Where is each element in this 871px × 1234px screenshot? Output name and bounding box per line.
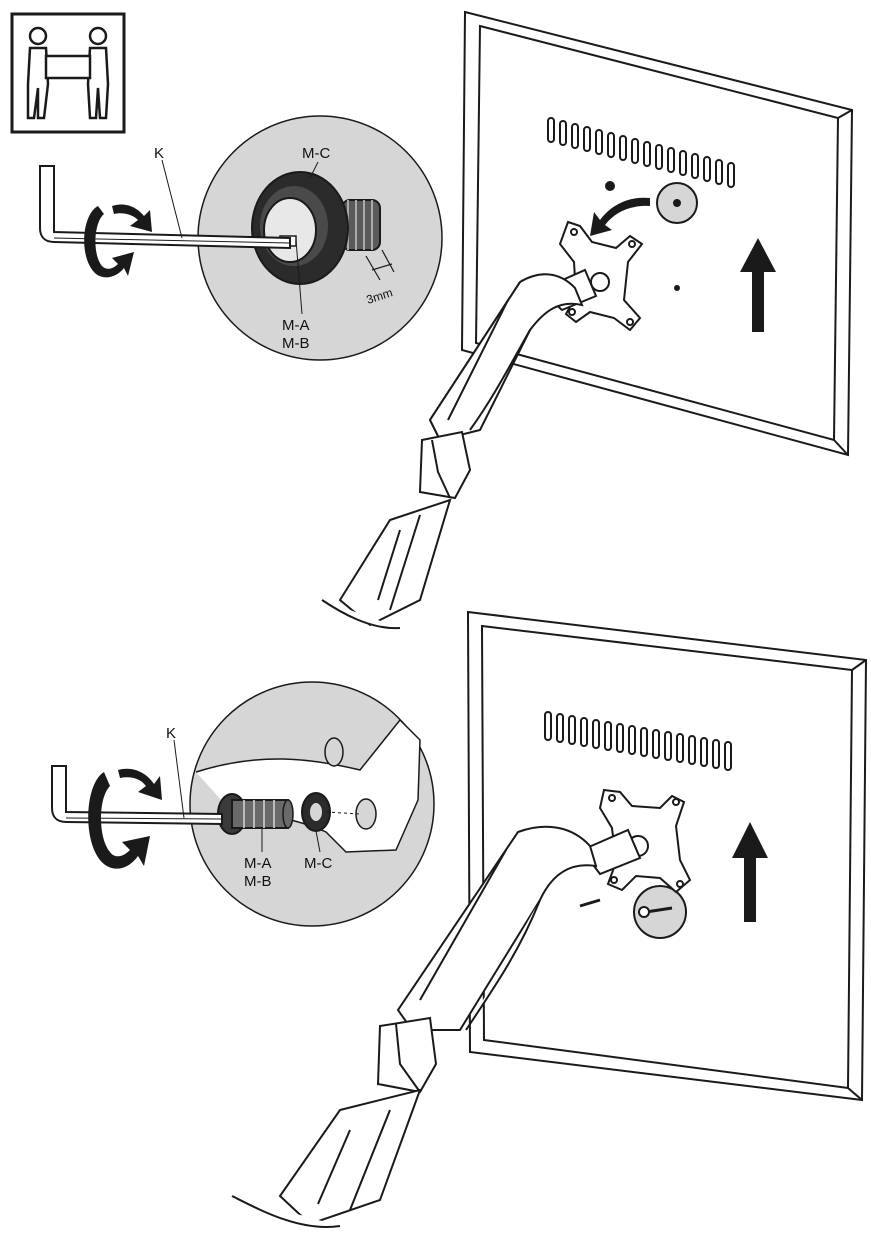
monitor-arm-bottom bbox=[231, 825, 642, 1228]
detail-circle-bottom bbox=[189, 681, 435, 927]
label-k-top: K bbox=[154, 145, 164, 162]
two-person-lift-icon bbox=[10, 12, 126, 134]
detail-circle-top bbox=[197, 115, 443, 361]
rotate-clockwise-icon-bottom bbox=[88, 768, 162, 869]
label-ma-bottom: M-A bbox=[244, 855, 272, 872]
monitor-bottom-vents bbox=[544, 711, 732, 771]
label-mb-bottom: M-B bbox=[244, 873, 272, 890]
leader-lines-bottom bbox=[173, 739, 321, 853]
rotate-arrow-icon bbox=[590, 197, 650, 236]
monitor-top-vents bbox=[547, 117, 735, 188]
monitor-arm-top bbox=[321, 268, 598, 630]
label-k-bottom: K bbox=[166, 725, 176, 742]
monitor-top bbox=[460, 10, 854, 457]
leader-lines-top bbox=[161, 159, 319, 315]
label-ma-top: M-A bbox=[282, 317, 310, 334]
up-arrow-icon-bottom bbox=[732, 822, 768, 922]
rotate-clockwise-icon-top bbox=[84, 204, 152, 278]
label-mb-top: M-B bbox=[282, 335, 310, 352]
label-mc-top: M-C bbox=[302, 145, 330, 162]
up-arrow-icon-top bbox=[740, 238, 776, 332]
label-mc-bottom: M-C bbox=[304, 855, 332, 872]
